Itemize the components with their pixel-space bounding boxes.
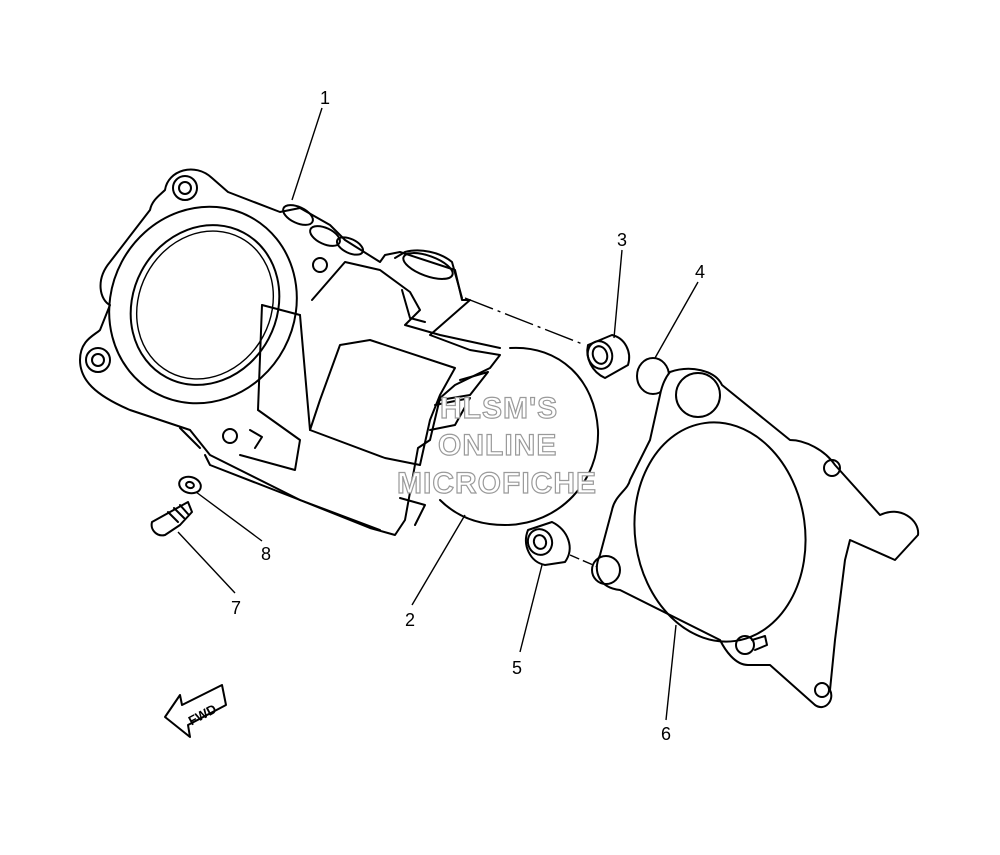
alignment-line-2: [569, 554, 601, 569]
fwd-arrow-icon: FWD: [164, 684, 227, 738]
callout-5: 5: [512, 658, 522, 678]
callout-6: 6: [661, 724, 671, 744]
dowel-pin-lower: [525, 521, 571, 566]
watermark: HLSM'S ONLINE MICROFICHE: [396, 391, 597, 500]
callout-2: 2: [405, 610, 415, 630]
washer: [178, 475, 202, 495]
cylinder-body: [79, 168, 501, 536]
dowel-pin-upper: [586, 334, 631, 379]
callout-3: 3: [617, 230, 627, 250]
callout-1: 1: [320, 88, 330, 108]
bolt: [150, 501, 193, 537]
watermark-line-1: HLSM'S: [440, 392, 558, 425]
callout-labels: 1 2 3 4 5 6 7 8: [231, 88, 705, 744]
watermark-line-3: MICROFICHE: [397, 467, 597, 500]
callout-7: 7: [231, 598, 241, 618]
cylinder-gasket: [591, 367, 920, 709]
leader-lines: [177, 107, 699, 721]
callout-4: 4: [695, 262, 705, 282]
alignment-line: [464, 297, 586, 346]
watermark-line-2: ONLINE: [438, 429, 557, 462]
callout-8: 8: [261, 544, 271, 564]
piston-circle: [439, 346, 600, 526]
